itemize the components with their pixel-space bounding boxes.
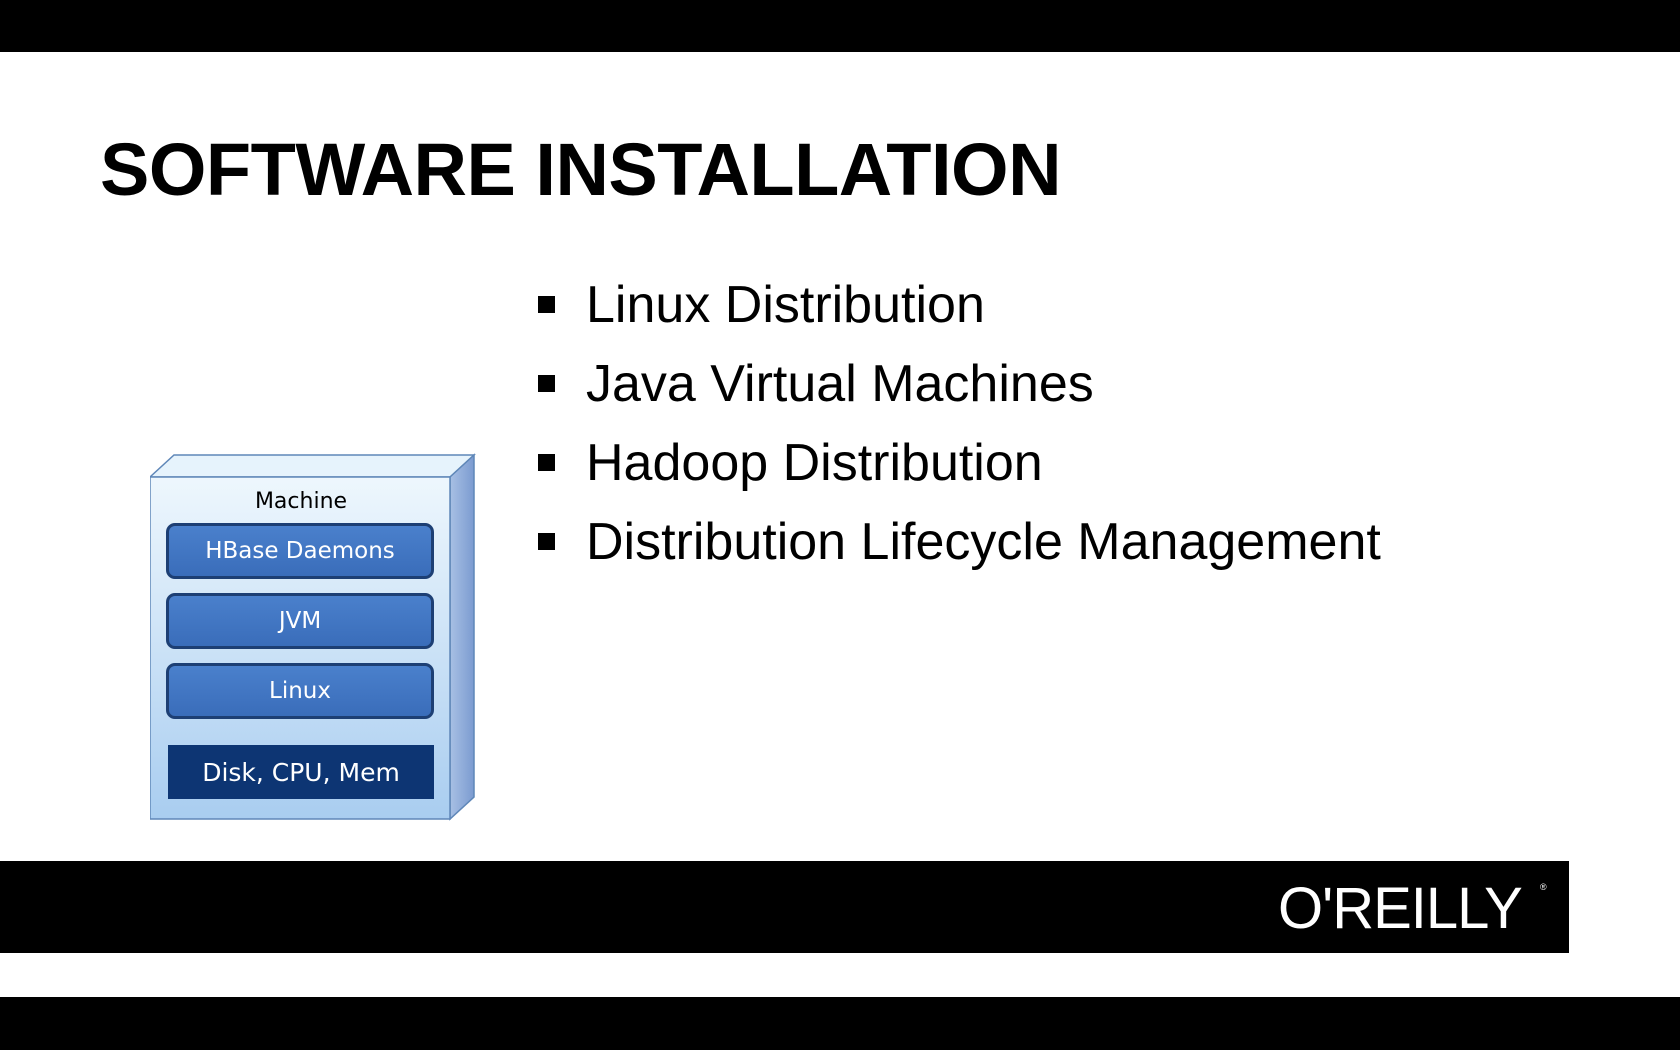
svg-text:®: ® bbox=[1540, 882, 1547, 892]
machine-label: Machine bbox=[254, 489, 348, 514]
bullet-text: Java Virtual Machines bbox=[586, 354, 1094, 413]
bullet-item: Linux Distribution bbox=[538, 265, 1381, 344]
bullet-list: Linux Distribution Java Virtual Machines… bbox=[538, 265, 1381, 581]
square-bullet-icon bbox=[538, 296, 555, 313]
slide-title: SOFTWARE INSTALLATION bbox=[100, 128, 1062, 211]
hbase-daemons-layer: HBase Daemons bbox=[166, 523, 434, 579]
oreilly-logo: O'REILLY ® bbox=[1278, 876, 1547, 936]
square-bullet-icon bbox=[538, 375, 555, 392]
square-bullet-icon bbox=[538, 454, 555, 471]
slide-footer-bar bbox=[0, 861, 1569, 953]
linux-layer: Linux bbox=[166, 663, 434, 719]
bullet-item: Hadoop Distribution bbox=[538, 423, 1381, 502]
machine-stack-diagram: Machine HBase Daemons JVM Linux Disk, CP… bbox=[150, 453, 476, 821]
bullet-text: Linux Distribution bbox=[586, 275, 985, 334]
bullet-item: Distribution Lifecycle Management bbox=[538, 502, 1381, 581]
square-bullet-icon bbox=[538, 533, 555, 550]
letterbox-bottom bbox=[0, 997, 1680, 1050]
bullet-item: Java Virtual Machines bbox=[538, 344, 1381, 423]
letterbox-top bbox=[0, 0, 1680, 52]
jvm-layer: JVM bbox=[166, 593, 434, 649]
bullet-text: Hadoop Distribution bbox=[586, 433, 1043, 492]
bullet-text: Distribution Lifecycle Management bbox=[586, 512, 1381, 571]
logo-text: O'REILLY bbox=[1278, 876, 1522, 936]
hardware-layer: Disk, CPU, Mem bbox=[168, 745, 434, 799]
